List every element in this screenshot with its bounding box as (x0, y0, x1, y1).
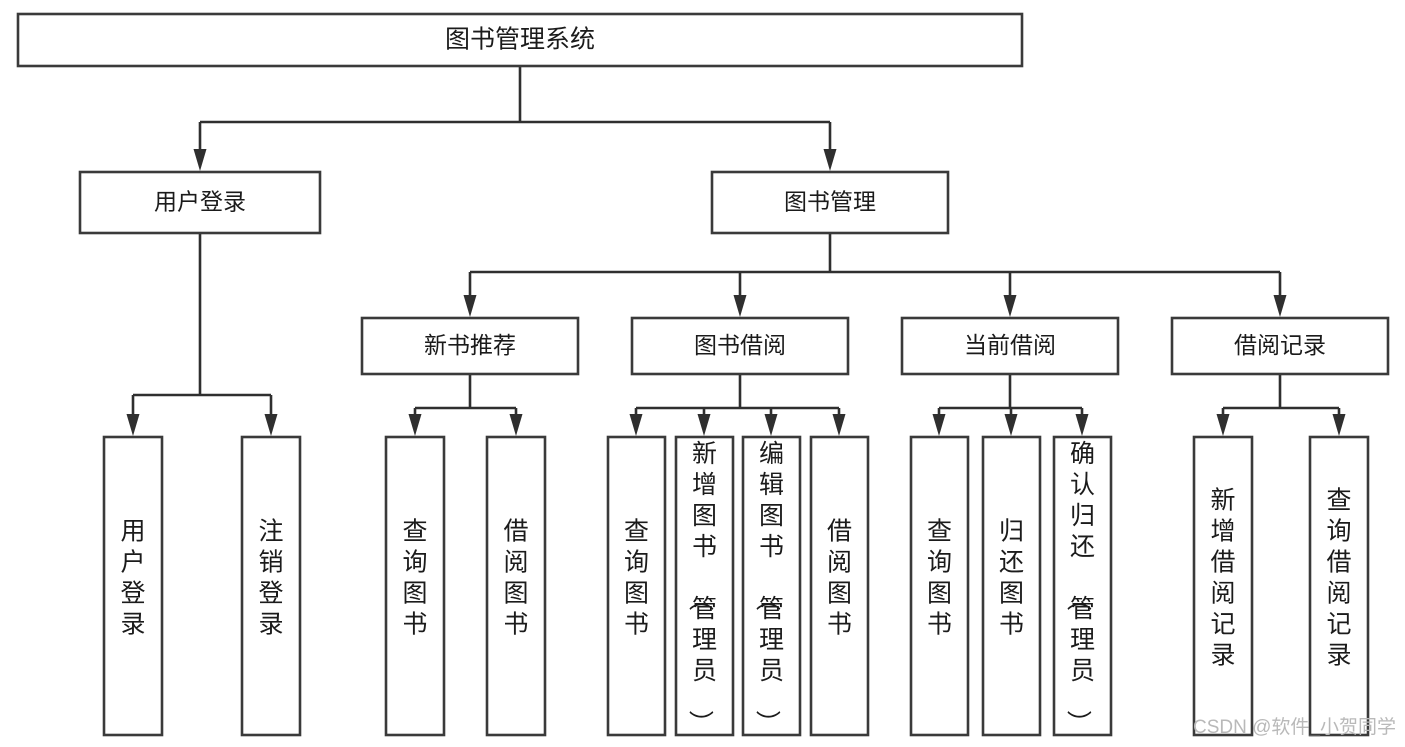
node-user-login[interactable]: 用户登录 (78, 170, 322, 235)
node-box-current-borrow[interactable] (900, 316, 1120, 376)
node-label-leaf-borrow-book-1: 借阅图书 (503, 518, 528, 639)
node-label-leaf-return-book: 归还图书 (999, 518, 1024, 639)
node-box-leaf-query-book-1[interactable] (384, 435, 446, 737)
nodes-layer: 图书管理系统用户登录图书管理新书推荐图书借阅当前借阅借阅记录用户登录注销登录查询… (16, 12, 1390, 737)
node-box-root[interactable] (16, 12, 1024, 68)
node-label-leaf-confirm-return: 确认归还（管理员） (1064, 440, 1095, 735)
node-box-leaf-return-book[interactable] (981, 435, 1042, 737)
arrow-head-icon (1004, 414, 1018, 436)
node-root[interactable]: 图书管理系统 (16, 12, 1024, 68)
node-leaf-query-book-3[interactable]: 查询图书 (909, 435, 970, 737)
node-label-leaf-borrow-book-2: 借阅图书 (827, 518, 852, 639)
node-leaf-confirm-return[interactable]: 确认归还（管理员） (1052, 435, 1113, 737)
node-box-book-borrow[interactable] (630, 316, 850, 376)
node-new-book-rec[interactable]: 新书推荐 (360, 316, 580, 376)
arrow-head-icon (264, 414, 278, 436)
connector-group (629, 374, 846, 436)
connectors-layer (126, 66, 1346, 436)
arrow-head-icon (193, 149, 207, 171)
node-box-leaf-query-book-3[interactable] (909, 435, 970, 737)
node-leaf-query-book-2[interactable]: 查询图书 (606, 435, 667, 737)
arrow-head-icon (408, 414, 422, 436)
node-leaf-query-record[interactable]: 查询借阅记录 (1308, 435, 1370, 737)
node-box-leaf-query-record[interactable] (1308, 435, 1370, 737)
node-label-new-book-rec: 新书推荐 (424, 332, 516, 358)
node-box-borrow-record[interactable] (1170, 316, 1390, 376)
connector-group (932, 374, 1089, 436)
connector-group (408, 374, 523, 436)
arrow-head-icon (832, 414, 846, 436)
node-label-current-borrow: 当前借阅 (964, 332, 1056, 358)
arrow-head-icon (463, 295, 477, 317)
node-book-borrow[interactable]: 图书借阅 (630, 316, 850, 376)
node-leaf-user-login[interactable]: 用户登录 (102, 435, 164, 737)
arrow-head-icon (1273, 295, 1287, 317)
node-current-borrow[interactable]: 当前借阅 (900, 316, 1120, 376)
node-leaf-query-book-1[interactable]: 查询图书 (384, 435, 446, 737)
csdn-watermark: CSDN @软件_小贺同学 (1193, 716, 1396, 738)
node-label-leaf-logout: 注销登录 (258, 518, 283, 639)
node-label-user-login: 用户登录 (154, 189, 246, 215)
node-box-leaf-borrow-book-2[interactable] (809, 435, 870, 737)
node-leaf-add-record[interactable]: 新增借阅记录 (1192, 435, 1254, 737)
connector-group (193, 66, 837, 171)
node-label-root: 图书管理系统 (445, 26, 595, 54)
node-box-leaf-user-login[interactable] (102, 435, 164, 737)
node-label-leaf-query-book-3: 查询图书 (927, 518, 952, 639)
node-label-leaf-add-record: 新增借阅记录 (1210, 487, 1235, 670)
node-label-leaf-user-login: 用户登录 (120, 518, 145, 639)
node-borrow-record[interactable]: 借阅记录 (1170, 316, 1390, 376)
node-label-leaf-query-record: 查询借阅记录 (1326, 487, 1351, 670)
node-leaf-return-book[interactable]: 归还图书 (981, 435, 1042, 737)
arrow-head-icon (1332, 414, 1346, 436)
node-box-leaf-borrow-book-1[interactable] (485, 435, 547, 737)
arrow-head-icon (932, 414, 946, 436)
node-box-leaf-add-book[interactable] (674, 435, 735, 737)
node-box-book-manage[interactable] (710, 170, 950, 235)
node-box-new-book-rec[interactable] (360, 316, 580, 376)
node-box-leaf-confirm-return[interactable] (1052, 435, 1113, 737)
node-leaf-edit-book[interactable]: 编辑图书（管理员） (741, 435, 802, 737)
node-leaf-borrow-book-2[interactable]: 借阅图书 (809, 435, 870, 737)
node-box-leaf-logout[interactable] (240, 435, 302, 737)
arrow-head-icon (629, 414, 643, 436)
node-label-leaf-query-book-2: 查询图书 (624, 518, 649, 639)
arrow-head-icon (1216, 414, 1230, 436)
node-leaf-add-book[interactable]: 新增图书（管理员） (674, 435, 735, 737)
connector-group (126, 233, 278, 436)
node-label-book-manage: 图书管理 (784, 189, 876, 215)
node-label-leaf-add-book: 新增图书（管理员） (686, 440, 717, 735)
node-label-leaf-query-book-1: 查询图书 (402, 518, 427, 639)
arrow-head-icon (823, 149, 837, 171)
node-box-leaf-query-book-2[interactable] (606, 435, 667, 737)
node-leaf-borrow-book-1[interactable]: 借阅图书 (485, 435, 547, 737)
arrow-head-icon (697, 414, 711, 436)
connector-group (463, 233, 1287, 317)
node-label-book-borrow: 图书借阅 (694, 332, 786, 358)
node-label-leaf-edit-book: 编辑图书（管理员） (753, 440, 784, 735)
node-box-leaf-edit-book[interactable] (741, 435, 802, 737)
connector-group (1216, 374, 1346, 436)
node-box-user-login[interactable] (78, 170, 322, 235)
arrow-head-icon (126, 414, 140, 436)
arrow-head-icon (733, 295, 747, 317)
arrow-head-icon (1003, 295, 1017, 317)
node-label-borrow-record: 借阅记录 (1234, 332, 1326, 358)
node-book-manage[interactable]: 图书管理 (710, 170, 950, 235)
arrow-head-icon (509, 414, 523, 436)
node-box-leaf-add-record[interactable] (1192, 435, 1254, 737)
arrow-head-icon (1075, 414, 1089, 436)
arrow-head-icon (764, 414, 778, 436)
node-leaf-logout[interactable]: 注销登录 (240, 435, 302, 737)
